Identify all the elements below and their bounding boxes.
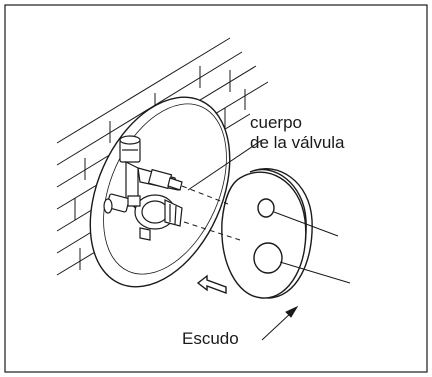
escutcheon-pointer-arrow xyxy=(261,305,299,341)
diagram-border xyxy=(4,4,428,373)
alignment-lines xyxy=(181,185,351,284)
valve-leader-line xyxy=(187,139,263,191)
valve-body-label-line1: cuerpo xyxy=(250,113,302,132)
escutcheon-label: Escudo xyxy=(182,329,239,348)
valve-body-label-line2: de la válvula xyxy=(250,133,345,152)
valve-body xyxy=(103,135,183,241)
push-arrow-icon xyxy=(196,274,227,295)
escutcheon-plate xyxy=(221,168,313,299)
